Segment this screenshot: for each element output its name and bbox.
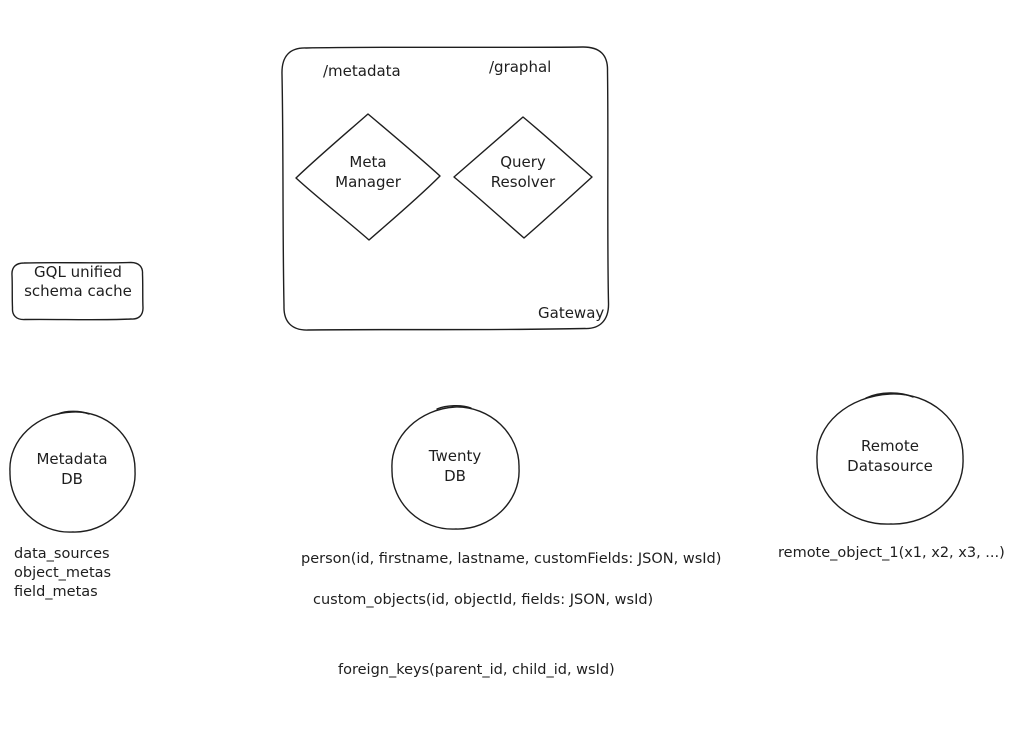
meta-manager-diamond	[295, 113, 441, 241]
metadata-table-object-metas: object_metas	[14, 565, 112, 581]
remote-datasource-label: Remote Datasource	[847, 437, 933, 475]
metadata-table-field-metas: field_metas	[14, 584, 98, 600]
query-resolver-diamond	[453, 116, 593, 239]
route-graphql-label: /graphal	[489, 58, 552, 76]
route-metadata-label: /metadata	[323, 62, 401, 80]
gateway-box	[281, 46, 610, 331]
metadata-db-circle	[9, 410, 136, 533]
remote-datasource-circle	[816, 392, 964, 525]
twenty-table-custom-objects: custom_objects(id, objectId, fields: JSO…	[313, 592, 654, 608]
twenty-db-label: Twenty DB	[428, 447, 482, 485]
meta-manager-label: Meta Manager	[335, 153, 401, 191]
twenty-db-circle	[391, 404, 520, 530]
gateway-label: Gateway	[538, 304, 605, 322]
query-resolver-label: Query Resolver	[490, 153, 556, 191]
remote-table-remote-object: remote_object_1(x1, x2, x3, ...)	[778, 545, 1005, 561]
twenty-table-person: person(id, firstname, lastname, customFi…	[301, 551, 722, 567]
schema-cache-label: GQL unified schema cache	[24, 263, 132, 300]
metadata-table-data-sources: data_sources	[14, 546, 110, 562]
twenty-table-foreign-keys: foreign_keys(parent_id, child_id, wsId)	[338, 662, 615, 678]
metadata-db-label: Metadata DB	[36, 450, 108, 488]
schema-cache-box	[11, 261, 144, 321]
